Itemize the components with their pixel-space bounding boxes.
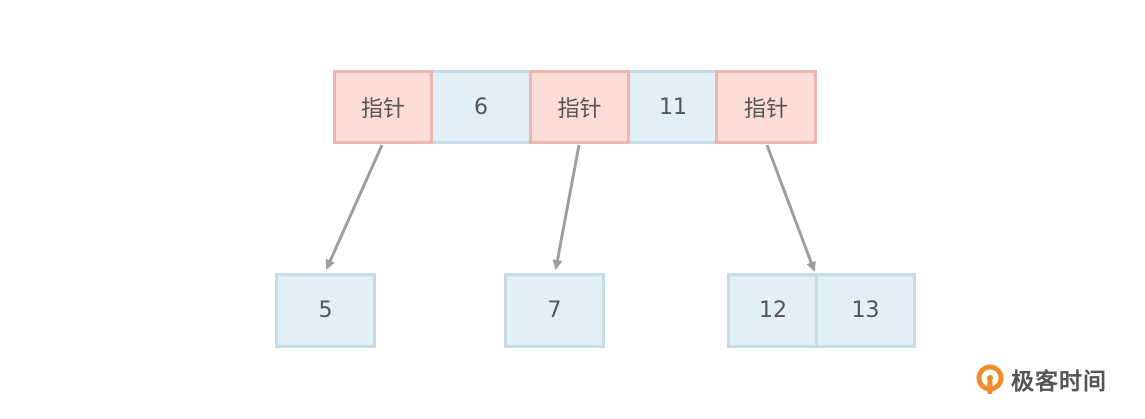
arrow-pointer-2-to-leaf-7	[552, 144, 581, 270]
leaf-key-label-13: 13	[851, 298, 880, 323]
root-key-cell-6: 6	[430, 70, 532, 144]
root-key-cell-11: 11	[627, 70, 719, 144]
leaf-node-13: 13	[815, 273, 916, 348]
root-key-label-11: 11	[659, 94, 687, 120]
arrow-pointer-1-to-leaf-5	[325, 144, 384, 270]
leaf-key-label-7: 7	[547, 298, 562, 323]
geektime-watermark: 极客时间	[975, 359, 1107, 399]
leaf-key-label-12: 12	[759, 298, 787, 323]
root-pointer-cell-1: 指针	[333, 70, 433, 144]
root-pointer-cell-2: 指针	[529, 70, 630, 144]
root-pointer-label-2: 指针	[557, 97, 602, 122]
root-key-label-6: 6	[474, 94, 488, 120]
leaf-node-5: 5	[275, 273, 376, 348]
root-pointer-label-3: 指针	[743, 97, 788, 122]
leaf-node-12: 12	[727, 273, 819, 348]
arrow-pointer-3-to-leaf-12-13	[765, 144, 816, 272]
geektime-logo-icon	[976, 364, 1004, 394]
root-pointer-label-1: 指针	[360, 97, 405, 122]
leaf-key-label-5: 5	[318, 298, 333, 323]
geektime-logo-text: 极客时间	[1011, 369, 1107, 395]
root-pointer-cell-3: 指针	[715, 70, 817, 144]
leaf-node-7: 7	[504, 273, 605, 348]
